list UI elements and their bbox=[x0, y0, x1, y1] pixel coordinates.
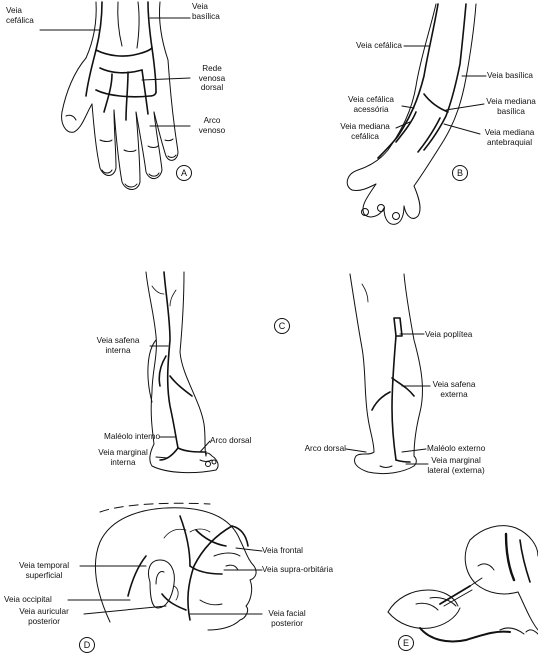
label-d-veia-supra-orbitaria: Veia supra-orbitária bbox=[262, 565, 333, 575]
panel-e-marker: E bbox=[398, 635, 414, 651]
panel-c-marker: C bbox=[274, 318, 290, 334]
label-d-veia-frontal: Veia frontal bbox=[262, 546, 303, 556]
hand-dorsal-drawing bbox=[40, 2, 190, 190]
panel-b-marker: B bbox=[452, 165, 468, 181]
arm-anterior-drawing bbox=[347, 4, 486, 224]
label-c-arco-dorsal-lateral: Arco dorsal bbox=[290, 444, 346, 454]
label-b-veia-basilica: Veia basílica bbox=[487, 71, 533, 81]
label-c-veia-poplitea: Veia poplítea bbox=[425, 330, 472, 340]
label-c-maleolo-externo: Maléolo externo bbox=[427, 444, 485, 454]
label-b-veia-cefalica: Veia cefálica bbox=[316, 41, 402, 51]
label-d-veia-occipital: Veia occipital bbox=[4, 595, 52, 605]
infant-head-drawing bbox=[68, 503, 262, 630]
leg-medial-drawing bbox=[146, 272, 218, 473]
leg-posterior-drawing bbox=[346, 274, 430, 474]
panel-d-marker: D bbox=[79, 637, 95, 653]
panel-a-marker: A bbox=[176, 165, 192, 181]
label-c-maleolo-interno: Maléolo interno bbox=[80, 432, 160, 442]
label-c-arco-dorsal-medial: Arco dorsal bbox=[210, 436, 251, 446]
venipuncture-drawing bbox=[388, 526, 538, 642]
